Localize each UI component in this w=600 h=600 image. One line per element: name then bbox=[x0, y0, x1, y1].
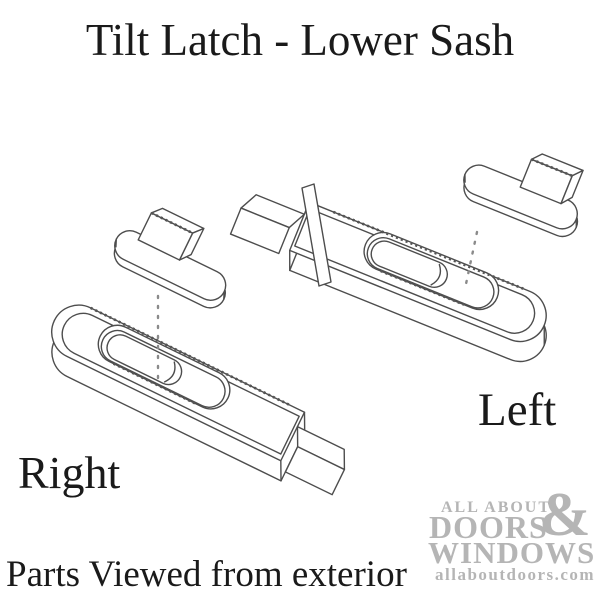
logo: ALL ABOUT DOORS & WINDOWS allaboutdoors.… bbox=[428, 484, 600, 590]
right-latch-label: Right bbox=[18, 447, 121, 498]
right-latch-figure bbox=[51, 207, 346, 496]
latch-bolt bbox=[284, 425, 346, 496]
latch-button bbox=[106, 334, 183, 386]
latch-bolt bbox=[229, 194, 306, 255]
logo-domain: allaboutdoors.com bbox=[435, 565, 596, 584]
caption: Parts Viewed from exterior bbox=[6, 554, 407, 595]
page-title: Tilt Latch - Lower Sash bbox=[85, 15, 515, 65]
logo-all-about: ALL ABOUT bbox=[441, 499, 552, 516]
logo-ampersand-icon: & bbox=[539, 481, 591, 549]
latch-cap bbox=[463, 153, 584, 238]
logo-doors: DOORS bbox=[429, 509, 548, 545]
latch-button bbox=[370, 240, 449, 289]
keeper-post bbox=[301, 183, 332, 287]
logo-windows: WINDOWS bbox=[428, 535, 596, 570]
latch-body bbox=[289, 201, 547, 363]
left-latch-label: Left bbox=[478, 384, 557, 436]
left-latch-figure bbox=[229, 153, 584, 363]
latch-body bbox=[51, 304, 306, 482]
assembly-line bbox=[464, 230, 479, 286]
latch-cap bbox=[113, 207, 227, 309]
